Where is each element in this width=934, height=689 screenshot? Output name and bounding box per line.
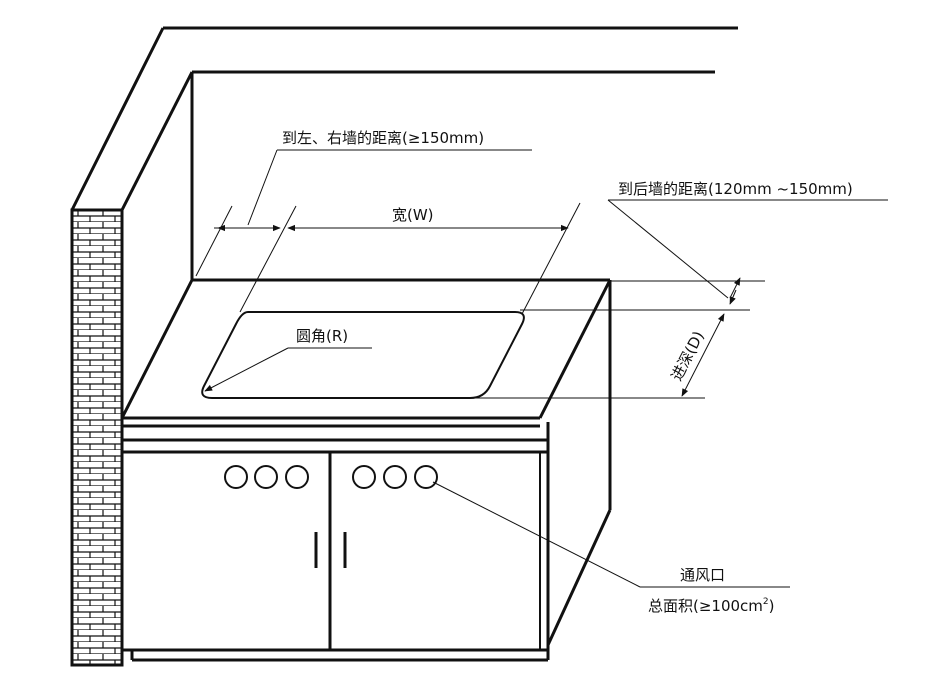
inner-wall-outline — [120, 70, 715, 280]
vent-hole — [254, 465, 278, 489]
cooktop-cutout-rounded — [201, 311, 525, 399]
depth-dimension — [470, 313, 725, 399]
cabinet-body — [120, 422, 612, 662]
side-wall-distance-label: 到左、右墙的距离(≥150mm) — [282, 129, 484, 147]
width-label: 宽(W) — [392, 206, 434, 224]
vent-hole — [383, 465, 407, 489]
vent-hole — [224, 465, 248, 489]
depth-label: 进深(D) — [668, 328, 708, 384]
corner-radius-label: 圆角(R) — [296, 327, 348, 345]
vent-hole — [285, 465, 309, 489]
width-dimension — [287, 202, 581, 315]
side-wall-distance-dimension — [195, 149, 532, 313]
corner-radius-leader — [204, 347, 372, 392]
vent-area-label: 总面积(≥100cm2) — [648, 597, 775, 615]
vent-area-superscript: 2 — [763, 597, 769, 607]
vent-area-prefix: 总面积(≥100cm — [648, 597, 763, 615]
brick-side-wall — [70, 208, 124, 667]
vent-label: 通风口 — [680, 566, 725, 584]
countertop — [120, 278, 612, 510]
back-wall-distance-dimension — [520, 199, 888, 311]
vent-holes — [224, 465, 438, 489]
vent-leader — [432, 481, 790, 588]
vent-hole — [414, 465, 438, 489]
vent-area-suffix: ) — [769, 597, 775, 615]
vent-hole — [352, 465, 376, 489]
back-wall-distance-label: 到后墙的距离(120mm ~150mm) — [618, 180, 853, 198]
